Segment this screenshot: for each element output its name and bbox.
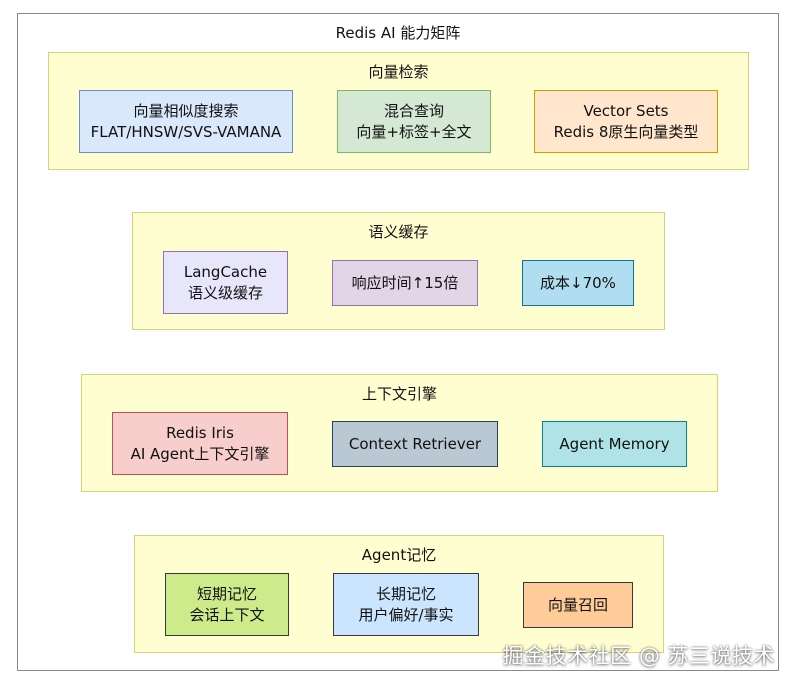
group-title: 语义缓存: [368, 223, 429, 241]
node-line: Context Retriever: [348, 434, 482, 453]
node-line: AI Agent上下文引擎: [130, 444, 270, 463]
node-vector-recall: 向量召回: [523, 582, 633, 628]
node-line: 向量召回: [547, 595, 608, 614]
node-line: 向量相似度搜索: [133, 101, 239, 120]
node-line: Vector Sets: [583, 101, 669, 120]
node-vector-similarity-search: 向量相似度搜索 FLAT/HNSW/SVS-VAMANA: [79, 90, 293, 153]
watermark-text: 掘金技术社区 @ 苏三说技术: [502, 644, 775, 668]
node-line: 向量+标签+全文: [356, 122, 472, 141]
node-line: 混合查询: [383, 101, 444, 120]
node-line: 用户偏好/事实: [358, 605, 454, 624]
node-agent-memory: Agent Memory: [542, 421, 687, 467]
group-title: 上下文引擎: [361, 385, 437, 403]
node-context-retriever: Context Retriever: [332, 421, 498, 467]
node-hybrid-query: 混合查询 向量+标签+全文: [337, 90, 491, 153]
node-line: FLAT/HNSW/SVS-VAMANA: [90, 122, 282, 141]
group-title: 向量检索: [368, 63, 429, 81]
node-line: LangCache: [183, 262, 268, 281]
node-langcache: LangCache 语义级缓存: [163, 251, 288, 314]
node-line: Redis 8原生向量类型: [553, 122, 699, 141]
node-redis-iris: Redis Iris AI Agent上下文引擎: [112, 412, 288, 475]
node-line: Redis Iris: [166, 423, 234, 442]
node-response-time: 响应时间↑15倍: [332, 260, 478, 306]
node-short-term-memory: 短期记忆 会话上下文: [165, 573, 289, 636]
node-line: 会话上下文: [189, 605, 265, 624]
group-title: Agent记忆: [361, 546, 437, 564]
node-cost: 成本↓70%: [522, 260, 634, 306]
node-vector-sets: Vector Sets Redis 8原生向量类型: [534, 90, 718, 153]
node-long-term-memory: 长期记忆 用户偏好/事实: [333, 573, 479, 636]
node-line: Agent Memory: [559, 434, 670, 453]
node-line: 短期记忆: [196, 584, 257, 603]
node-line: 语义级缓存: [187, 283, 263, 302]
node-line: 长期记忆: [375, 584, 436, 603]
diagram-title: Redis AI 能力矩阵: [335, 24, 461, 42]
node-line: 成本↓70%: [540, 273, 616, 292]
node-line: 响应时间↑15倍: [351, 273, 459, 292]
